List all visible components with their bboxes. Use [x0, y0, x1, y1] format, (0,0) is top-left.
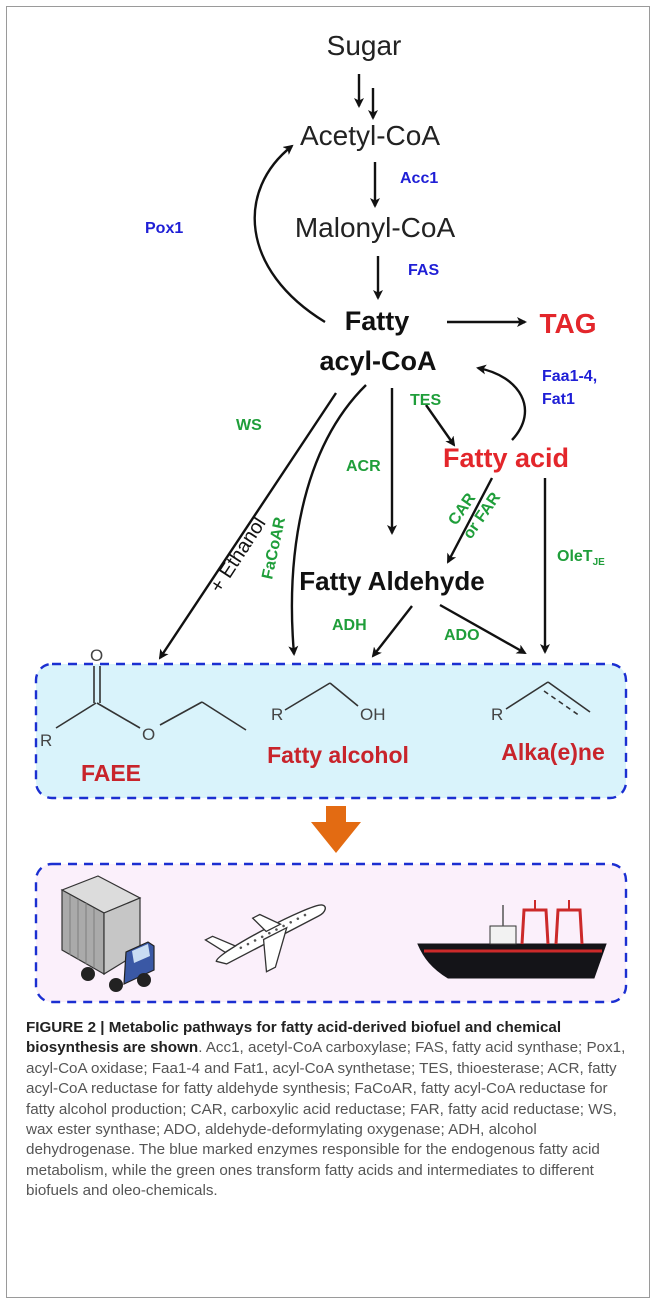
- airplane-window: [282, 924, 285, 928]
- enzyme-pox1: Pox1: [145, 220, 183, 237]
- faee-bond-ch3: [201, 701, 247, 731]
- faee-structure: [55, 666, 247, 731]
- enzyme-ado: ADO: [444, 627, 480, 644]
- product-faee: FAEE: [81, 760, 141, 786]
- arrow-pox1-loop: [253, 144, 326, 324]
- alcohol-bond-2: [329, 682, 359, 707]
- arrow-tes: [425, 404, 456, 447]
- enzyme-fas: FAS: [408, 262, 439, 279]
- enzyme-faa-line1: Faa1-4,: [542, 368, 597, 385]
- enzyme-acr: ACR: [346, 458, 381, 475]
- arrow-car: [446, 477, 494, 564]
- airplane-window: [275, 928, 278, 931]
- truck-windshield: [132, 944, 150, 963]
- faee-bond-r: [55, 702, 97, 729]
- arrow-ado: [439, 603, 527, 655]
- products-box: [34, 662, 628, 800]
- figure-frame: [6, 6, 650, 1298]
- alcohol-bond-1: [284, 682, 331, 711]
- ship-icon: [417, 900, 607, 979]
- airplane-tail: [204, 935, 237, 954]
- faee-o-carbonyl: O: [90, 646, 103, 665]
- truck-ribs: [69, 895, 95, 968]
- airplane-window: [289, 921, 293, 924]
- enzyme-ws: WS: [236, 417, 262, 434]
- caption-title: FIGURE 2 | Metabolic pathways for fatty …: [26, 1019, 562, 1057]
- enzyme-tes: TES: [410, 392, 441, 409]
- airplane-wing: [262, 926, 288, 973]
- airplane-windows: [239, 913, 307, 950]
- arrow-ws: [158, 392, 337, 660]
- ship-bridge: [489, 925, 517, 945]
- alkene-r: R: [491, 705, 503, 724]
- faee-bond-ester: [96, 702, 141, 729]
- faee-o-ester: O: [142, 725, 155, 744]
- node-tag: TAG: [539, 308, 596, 339]
- node-fatty-acyl-line1: Fatty: [345, 306, 410, 336]
- alkene-bond-2: [547, 681, 591, 713]
- airplane-window: [246, 942, 250, 946]
- airplane-window: [268, 931, 271, 935]
- enzyme-adh: ADH: [332, 617, 367, 634]
- product-fatty-alcohol: Fatty alcohol: [267, 742, 409, 768]
- fatty-alcohol-structure: [284, 682, 359, 711]
- enzyme-olet: OleTJE: [557, 548, 605, 568]
- alkene-bond-1: [505, 681, 549, 710]
- airplane-icon: [204, 904, 326, 973]
- node-malonyl-coa: Malonyl-CoA: [295, 212, 456, 243]
- airplane-window: [303, 913, 307, 917]
- truck-wheel: [109, 978, 123, 992]
- alcohol-r: R: [271, 705, 283, 724]
- node-fatty-aldehyde: Fatty Aldehyde: [299, 566, 484, 596]
- alcohol-oh: OH: [360, 705, 386, 724]
- node-fatty-acyl-line2: acyl-CoA: [319, 346, 436, 376]
- ethanol-label: + Ethanol: [206, 513, 271, 596]
- airplane-window: [239, 946, 243, 950]
- ship-hull: [417, 943, 607, 979]
- figure-caption: FIGURE 2 | Metabolic pathways for fatty …: [26, 1018, 636, 1202]
- airplane-window: [253, 939, 257, 942]
- alkene-bond-dashed: [543, 690, 581, 717]
- enzyme-acc1: Acc1: [400, 170, 438, 187]
- caption-body: . Acc1, acetyl-CoA carboxylase; FAS, fat…: [26, 1039, 626, 1200]
- truck-wheel: [81, 967, 95, 981]
- pathway-diagram: Sugar Acetyl-CoA Malonyl-CoA Fatty acyl-…: [34, 30, 628, 1004]
- node-fatty-acid: Fatty acid: [443, 443, 569, 473]
- airplane-wing-rear: [251, 913, 282, 933]
- faee-bond-o-ch2: [159, 701, 203, 726]
- alkene-structure: [505, 681, 591, 717]
- node-acetyl-coa: Acetyl-CoA: [300, 120, 440, 151]
- node-sugar: Sugar: [327, 30, 402, 61]
- enzyme-faa-line2: Fat1: [542, 391, 575, 408]
- enzyme-olet-main: OleT: [557, 548, 593, 565]
- arrow-adh: [371, 605, 413, 658]
- product-alkene: Alka(e)ne: [501, 739, 605, 765]
- arrow-facoar: [288, 384, 367, 656]
- airplane-window: [260, 935, 264, 939]
- faee-r: R: [40, 731, 52, 750]
- enzyme-olet-subscript: JE: [593, 557, 606, 568]
- arrow-faa-loop: [476, 364, 527, 441]
- down-arrow: [311, 806, 361, 853]
- truck-icon: [60, 875, 155, 992]
- pathway-arrows: [158, 74, 550, 660]
- truck-wheel: [137, 973, 151, 987]
- airplane-window: [296, 917, 300, 920]
